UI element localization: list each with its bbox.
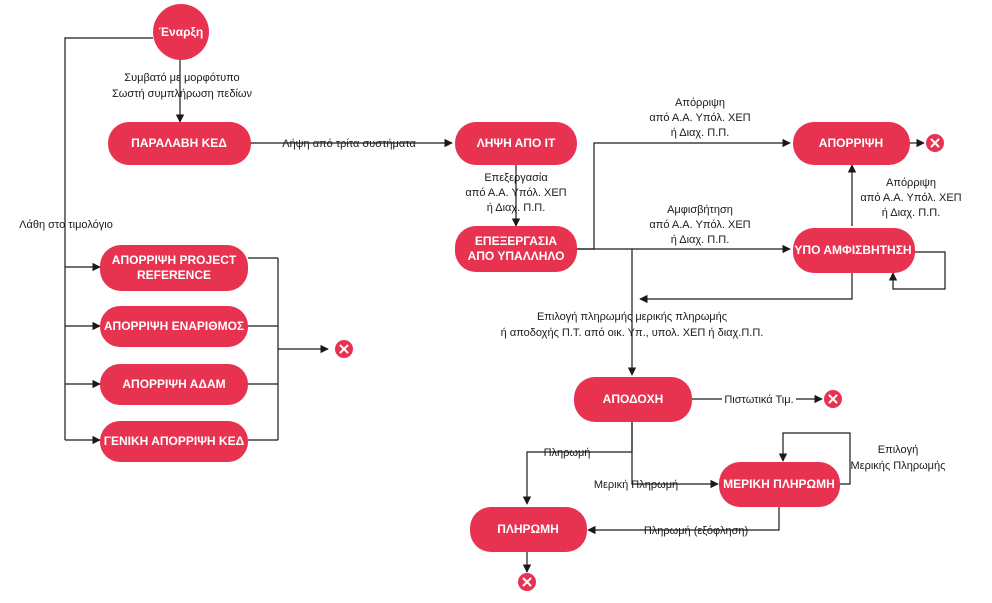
- node-processing-label-2: ΑΠΟ ΥΠΑΛΛΗΛΟ: [468, 249, 565, 263]
- label-accept-choice-1: Επιλογή πληρωμής μερικής πληρωμής: [537, 311, 727, 323]
- edge-acceptance-to-partial: [631, 422, 719, 489]
- node-reject-project-label-1: ΑΠΟΡΡΙΨΗ PROJECT: [112, 253, 237, 267]
- label-reject-top-3: ή Διαχ. Π.Π.: [671, 127, 730, 139]
- node-reject-adam-label: ΑΠΟΡΡΙΨΗ ΑΔΑΜ: [122, 377, 225, 391]
- node-disputed-label: ΥΠΟ ΑΜΦΙΣΒΗΤΗΣΗ: [794, 243, 911, 257]
- end-x-icon: [518, 573, 536, 591]
- node-reject-project[interactable]: ΑΠΟΡΡΙΨΗ PROJECT REFERENCE: [100, 245, 248, 291]
- node-payment[interactable]: ΠΛΗΡΩΜΗ: [470, 507, 587, 552]
- edge-acceptance-to-payment: [522, 422, 633, 505]
- end-x-icon: [335, 340, 353, 358]
- node-reject-project-label-2: REFERENCE: [137, 268, 211, 282]
- node-processing-label-1: ΕΠΕΞΕΡΓΑΣΙΑ: [475, 234, 558, 248]
- edge-disputed-back: [639, 273, 853, 304]
- label-edit-2: από Α.Α. Υπόλ. ΧΕΠ: [465, 187, 566, 199]
- node-rejection[interactable]: ΑΠΟΡΡΙΨΗ: [793, 122, 910, 165]
- edge-partial-to-payment: [587, 507, 780, 535]
- node-partial-payment-label: ΜΕΡΙΚΗ ΠΛΗΡΩΜΗ: [723, 477, 835, 491]
- label-template-1: Συμβατό με μορφότυπο: [124, 72, 239, 84]
- label-reject-right-2: από Α.Α. Υπόλ. ΧΕΠ: [860, 192, 961, 204]
- edge-start-to-errors-bus: [64, 37, 153, 440]
- label-reject-right-3: ή Διαχ. Π.Π.: [882, 207, 941, 219]
- node-reject-serial-label: ΑΠΟΡΡΙΨΗ ΕΝΑΡΙΘΜΟΣ: [104, 319, 244, 333]
- end-x-icon: [926, 134, 944, 152]
- edges: [64, 37, 946, 573]
- label-choose-partial-1: Επιλογή: [878, 444, 918, 456]
- node-acceptance[interactable]: ΑΠΟΔΟΧΗ: [574, 377, 692, 422]
- node-payment-label: ΠΛΗΡΩΜΗ: [497, 522, 559, 536]
- end-x-icon: [824, 390, 842, 408]
- label-partial: Μερική Πληρωμή: [594, 479, 678, 491]
- label-pay: Πληρωμή: [544, 447, 591, 459]
- node-reject-serial[interactable]: ΑΠΟΡΡΙΨΗ ΕΝΑΡΙΘΜΟΣ: [100, 306, 248, 347]
- node-reject-adam[interactable]: ΑΠΟΡΡΙΨΗ ΑΔΑΜ: [100, 364, 248, 405]
- node-reject-general[interactable]: ΓΕΝΙΚΗ ΑΠΟΡΡΙΨΗ ΚΕΔ: [100, 421, 248, 462]
- label-reject-top-2: από Α.Α. Υπόλ. ΧΕΠ: [649, 112, 750, 124]
- label-invoice-errors: Λάθη στο τιμολόγιο: [19, 219, 113, 231]
- edge-labels: Συμβατό με μορφότυπο Σωστή συμπλήρωση πε…: [19, 72, 962, 537]
- label-dispute-2: από Α.Α. Υπόλ. ΧΕΠ: [649, 219, 750, 231]
- node-start[interactable]: Έναρξη: [153, 4, 209, 60]
- edge-disputed-self-loop: [888, 251, 946, 290]
- label-edit-3: ή Διαχ. Π.Π.: [487, 202, 546, 214]
- node-processing[interactable]: ΕΠΕΞΕΡΓΑΣΙΑ ΑΠΟ ΥΠΑΛΛΗΛΟ: [455, 226, 577, 272]
- label-credit: Πιστωτικά Τιμ.: [724, 394, 793, 406]
- label-dispute-3: ή Διαχ. Π.Π.: [671, 234, 730, 246]
- label-choose-partial-2: Μερικής Πληρωμής: [851, 460, 946, 472]
- label-reject-right-1: Απόρριψη: [886, 177, 936, 189]
- label-template-2: Σωστή συμπλήρωση πεδίων: [112, 88, 253, 100]
- node-reject-general-label: ΓΕΝΙΚΗ ΑΠΟΡΡΙΨΗ ΚΕΔ: [104, 434, 245, 448]
- label-dispute-1: Αμφισβήτηση: [667, 204, 733, 216]
- label-third-party: Λήψη από τρίτα συστήματα: [282, 138, 416, 150]
- end-symbols: [335, 134, 944, 591]
- edge-partial-self-loop: [778, 432, 851, 485]
- node-partial-payment[interactable]: ΜΕΡΙΚΗ ΠΛΗΡΩΜΗ: [719, 462, 840, 507]
- node-rejection-label: ΑΠΟΡΡΙΨΗ: [819, 136, 883, 150]
- label-edit-1: Επεξεργασία: [484, 172, 548, 184]
- node-receive[interactable]: ΠΑΡΑΛΑΒΗ ΚΕΔ: [108, 122, 251, 165]
- label-accept-choice-2: ή αποδοχής Π.Τ. από οικ. Υπ., υπολ. ΧΕΠ …: [501, 327, 764, 339]
- node-receive-label: ΠΑΡΑΛΑΒΗ ΚΕΔ: [131, 136, 227, 150]
- node-receive-it-label: ΛΗΨΗ ΑΠΟ ΙΤ: [477, 136, 556, 150]
- node-receive-it[interactable]: ΛΗΨΗ ΑΠΟ ΙΤ: [455, 122, 577, 165]
- node-start-label: Έναρξη: [159, 25, 203, 39]
- node-acceptance-label: ΑΠΟΔΟΧΗ: [603, 392, 664, 406]
- nodes: Έναρξη ΠΑΡΑΛΑΒΗ ΚΕΔ ΛΗΨΗ ΑΠΟ ΙΤ ΕΠΕΞΕΡΓΑ…: [100, 4, 915, 552]
- label-reject-top-1: Απόρριψη: [675, 97, 725, 109]
- label-settlement: Πληρωμή (εξόφληση): [644, 525, 748, 537]
- node-disputed[interactable]: ΥΠΟ ΑΜΦΙΣΒΗΤΗΣΗ: [793, 228, 915, 273]
